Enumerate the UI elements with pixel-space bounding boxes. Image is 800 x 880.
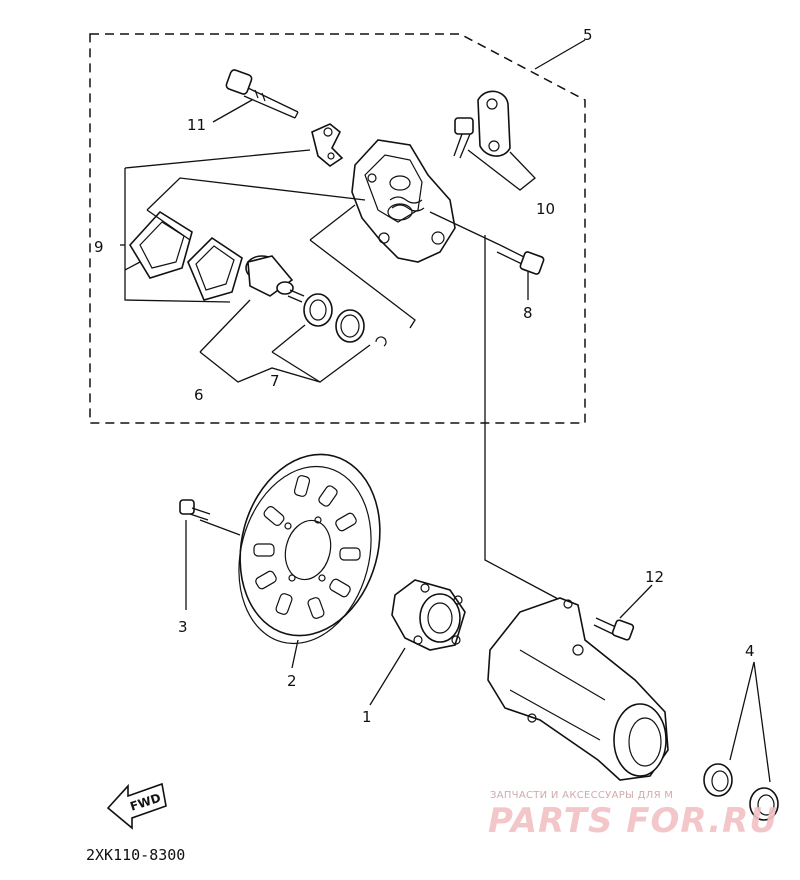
callout-4: 4 <box>745 642 755 660</box>
part-hub <box>369 579 466 706</box>
part-brake-pads <box>129 210 243 301</box>
callout-12: 12 <box>645 568 664 586</box>
watermark-logo: PARTS FOR.RU <box>488 801 778 841</box>
part-bracket <box>487 597 669 781</box>
watermark: ЗАПЧАСТИ И АКСЕССУАРЫ ДЛЯ М PARTS FOR.RU <box>488 790 778 841</box>
part-bleed-bolt <box>496 244 545 275</box>
part-piston-seals <box>303 293 387 347</box>
callout-6: 6 <box>194 386 204 404</box>
caliper-assembly-boundary <box>89 33 586 424</box>
part-pad-spring <box>311 123 344 167</box>
part-piston <box>245 255 305 303</box>
callout-2: 2 <box>287 672 297 690</box>
callout-7: 7 <box>270 372 280 390</box>
callout-8: 8 <box>523 304 533 322</box>
part-caliper-body <box>351 139 501 263</box>
callout-9: 9 <box>94 238 104 256</box>
part-pin-bolt <box>225 69 299 119</box>
part-bracket-bolt <box>593 584 653 641</box>
callout-10: 10 <box>536 200 555 218</box>
diagram-code: 2XK110-8300 <box>86 846 185 864</box>
leader-lines-caliper <box>120 39 586 383</box>
part-nuts <box>703 661 779 821</box>
watermark-tagline: ЗАПЧАСТИ И АКСЕССУАРЫ ДЛЯ М <box>490 790 673 801</box>
part-retainer-clip <box>453 90 511 159</box>
callout-1: 1 <box>362 708 372 726</box>
callout-5: 5 <box>583 26 593 44</box>
part-brake-disc <box>199 453 381 669</box>
fwd-arrow: FWD <box>106 782 167 830</box>
callout-3: 3 <box>178 618 188 636</box>
leader-caliper-to-bracket <box>484 235 561 601</box>
part-disc-bolt <box>179 499 211 610</box>
callout-11: 11 <box>187 116 206 134</box>
